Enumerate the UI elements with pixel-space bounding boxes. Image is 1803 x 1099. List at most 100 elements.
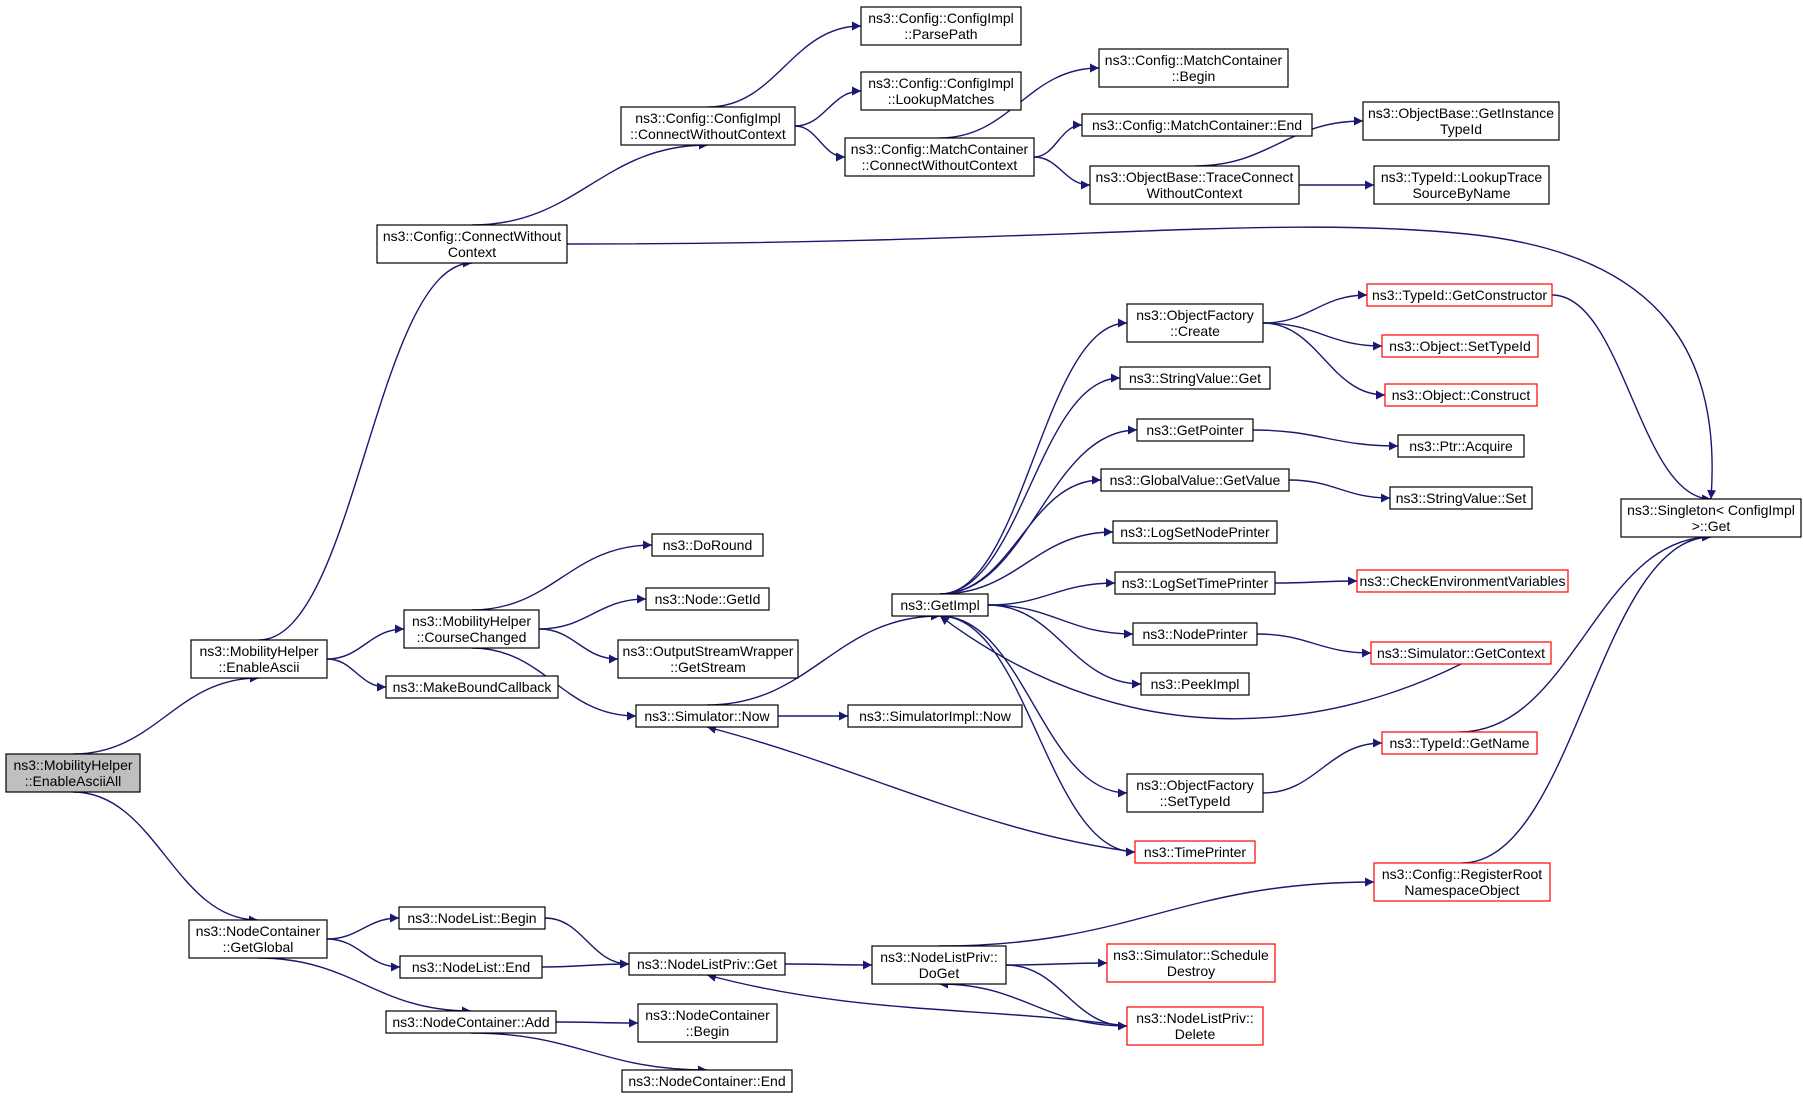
node-cfg_connect[interactable]: ns3::Config::ConnectWithoutContext: [376, 224, 568, 264]
edge-getpointer-to-ptr_acquire: [1252, 429, 1399, 451]
node-timeprinter[interactable]: ns3::TimePrinter: [1134, 840, 1256, 864]
node-label: ns3::NodeList::Begin: [407, 910, 536, 926]
node-nlp_doget[interactable]: ns3::NodeListPriv::DoGet: [871, 945, 1007, 985]
node-nl_begin[interactable]: ns3::NodeList::Begin: [398, 906, 546, 930]
edge-getimpl-to-logsettime: [987, 578, 1116, 606]
node-obj_settypeid[interactable]: ns3::Object::SetTypeId: [1381, 334, 1539, 358]
edge-cfg_connect-to-cfgimpl_connect: [471, 140, 709, 226]
node-mc_connect[interactable]: ns3::Config::MatchContainer::ConnectWith…: [844, 137, 1035, 177]
node-of_create[interactable]: ns3::ObjectFactory::Create: [1126, 303, 1264, 343]
node-of_settypeid[interactable]: ns3::ObjectFactory::SetTypeId: [1126, 773, 1264, 813]
node-osw_getstream[interactable]: ns3::OutputStreamWrapper::GetStream: [617, 639, 799, 679]
node-gv_getvalue[interactable]: ns3::GlobalValue::GetValue: [1100, 468, 1290, 492]
node-label: ns3::GetPointer: [1146, 422, 1244, 438]
edge-root-to-mh_enableascii: [72, 673, 260, 755]
node-label: ns3::TypeId::GetName: [1389, 735, 1529, 751]
node-box: [1081, 113, 1313, 137]
node-box: [847, 704, 1023, 728]
node-ob_traceconnect[interactable]: ns3::ObjectBase::TraceConnectWithoutCont…: [1089, 165, 1300, 205]
node-cfgimpl_connect[interactable]: ns3::Config::ConfigImpl::ConnectWithoutC…: [620, 106, 796, 146]
node-label: ::ParsePath: [904, 26, 977, 42]
node-mh_enableascii[interactable]: ns3::MobilityHelper::EnableAscii: [190, 639, 328, 679]
node-label: ns3::StringValue::Get: [1129, 370, 1261, 386]
node-obj_construct[interactable]: ns3::Object::Construct: [1384, 383, 1538, 407]
node-label: ns3::Ptr::Acquire: [1409, 438, 1513, 454]
node-label: ns3::MakeBoundCallback: [393, 679, 553, 695]
node-logsettime[interactable]: ns3::LogSetTimePrinter: [1114, 571, 1276, 595]
node-label: DoGet: [919, 965, 960, 981]
node-ptr_acquire[interactable]: ns3::Ptr::Acquire: [1397, 434, 1525, 458]
node-box: [399, 955, 543, 979]
node-sv_get[interactable]: ns3::StringValue::Get: [1119, 366, 1271, 390]
node-label: TypeId: [1440, 121, 1482, 137]
edge-nodeprinter-to-sim_getcontext: [1256, 633, 1372, 658]
edge-nlp_doget-to-cfg_registerroot: [938, 877, 1375, 947]
node-box: [645, 587, 770, 611]
node-cfgimpl_parse[interactable]: ns3::Config::ConfigImpl::ParsePath: [860, 6, 1022, 46]
node-label: ::ConnectWithoutContext: [630, 126, 786, 142]
node-box: [1126, 773, 1264, 813]
node-box: [860, 6, 1022, 46]
node-label: ns3::Config::ConfigImpl: [868, 75, 1014, 91]
node-nl_end[interactable]: ns3::NodeList::End: [399, 955, 543, 979]
node-label: ::CourseChanged: [417, 629, 527, 645]
node-label: ::EnableAsciiAll: [25, 773, 122, 789]
node-sv_set[interactable]: ns3::StringValue::Set: [1389, 486, 1533, 510]
node-box: [637, 1003, 778, 1043]
edge-getimpl-to-of_create: [939, 318, 1128, 595]
edge-cfg_registerroot-to-singleton_get: [1461, 532, 1712, 864]
node-nc_add[interactable]: ns3::NodeContainer::Add: [385, 1010, 557, 1034]
node-getimpl[interactable]: ns3::GetImpl: [891, 593, 989, 617]
node-peekimpl[interactable]: ns3::PeekImpl: [1140, 672, 1250, 696]
edge-nc_add-to-nc_end: [470, 1032, 708, 1075]
node-nc_getglobal[interactable]: ns3::NodeContainer::GetGlobal: [188, 919, 328, 959]
node-mh_coursechanged[interactable]: ns3::MobilityHelper::CourseChanged: [403, 609, 540, 649]
node-label: ns3::NodeContainer::Add: [392, 1014, 549, 1030]
node-getpointer[interactable]: ns3::GetPointer: [1136, 418, 1254, 442]
node-label: ns3::NodeListPriv::: [880, 949, 998, 965]
node-sim_getcontext[interactable]: ns3::Simulator::GetContext: [1370, 641, 1552, 665]
node-cfgimpl_lookup[interactable]: ns3::Config::ConfigImpl::LookupMatches: [860, 71, 1022, 111]
node-label: ::ConnectWithoutContext: [862, 157, 1018, 173]
node-label: ns3::Config::MatchContainer: [851, 141, 1029, 157]
node-mc_begin[interactable]: ns3::Config::MatchContainer::Begin: [1098, 48, 1289, 88]
node-singleton_get[interactable]: ns3::Singleton< ConfigImpl >::Get: [1620, 498, 1802, 538]
node-node_getid[interactable]: ns3::Node::GetId: [645, 587, 770, 611]
edge-mh_enableascii-to-mh_coursechanged: [326, 624, 405, 660]
node-sim_now[interactable]: ns3::Simulator::Now: [635, 704, 779, 728]
edge-of_settypeid-to-tid_getname: [1262, 738, 1383, 794]
node-box: [1381, 731, 1538, 755]
node-label: ns3::CheckEnvironmentVariables: [1360, 573, 1566, 589]
node-doround[interactable]: ns3::DoRound: [651, 533, 764, 557]
edge-getimpl-to-nodeprinter: [987, 604, 1134, 639]
node-nlp_get[interactable]: ns3::NodeListPriv::Get: [628, 952, 786, 976]
node-tid_getconstructor[interactable]: ns3::TypeId::GetConstructor: [1366, 283, 1553, 307]
node-nodeprinter[interactable]: ns3::NodePrinter: [1132, 622, 1258, 646]
node-tid_getname[interactable]: ns3::TypeId::GetName: [1381, 731, 1538, 755]
node-label: ns3::NodeContainer: [645, 1007, 770, 1023]
node-label: >::Get: [1692, 518, 1731, 534]
node-box: [188, 919, 328, 959]
node-makeboundcb[interactable]: ns3::MakeBoundCallback: [385, 675, 559, 699]
edge-getimpl-to-peekimpl: [987, 604, 1142, 689]
node-root[interactable]: ns3::MobilityHelper::EnableAsciiAll: [5, 753, 141, 793]
node-mc_end[interactable]: ns3::Config::MatchContainer::End: [1081, 113, 1313, 137]
node-simimpl_now[interactable]: ns3::SimulatorImpl::Now: [847, 704, 1023, 728]
node-label: ns3::ObjectFactory: [1136, 307, 1254, 323]
node-box: [1119, 366, 1271, 390]
edge-nc_getglobal-to-nl_end: [326, 938, 401, 972]
node-nlp_delete[interactable]: ns3::NodeListPriv::Delete: [1126, 1006, 1264, 1046]
node-checkenv[interactable]: ns3::CheckEnvironmentVariables: [1356, 569, 1569, 593]
node-box: [403, 609, 540, 649]
node-box: [398, 906, 546, 930]
node-logsetnode[interactable]: ns3::LogSetNodePrinter: [1112, 520, 1278, 544]
node-nc_end[interactable]: ns3::NodeContainer::End: [621, 1069, 793, 1093]
node-box: [1126, 1006, 1264, 1046]
node-label: ns3::OutputStreamWrapper: [623, 643, 794, 659]
node-box: [385, 675, 559, 699]
node-nc_begin[interactable]: ns3::NodeContainer::Begin: [637, 1003, 778, 1043]
